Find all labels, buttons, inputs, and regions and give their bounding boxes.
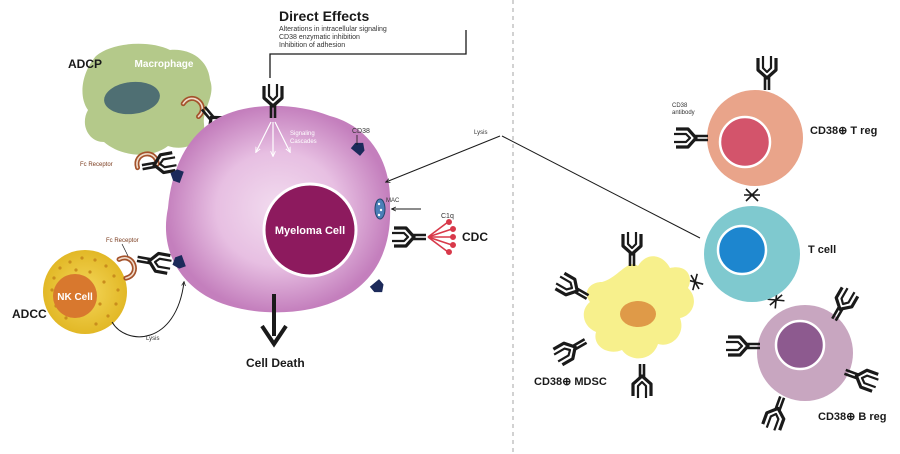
treg-nucleus: [718, 115, 772, 169]
lysis-label-nk: Lysis: [146, 336, 159, 342]
mac-dot: [379, 208, 383, 212]
c1q-complex-icon: [427, 219, 456, 256]
adcp-label: ADCP: [68, 57, 102, 71]
lysis-arrow-nk: [111, 282, 184, 338]
direct-effects-bracket: [269, 30, 467, 78]
fc-receptor-label-nk: Fc Receptor: [106, 238, 139, 244]
signaling-label-1: Signaling: [290, 131, 315, 137]
antibody-icon: [724, 335, 762, 357]
myeloma-nucleus: [262, 182, 358, 278]
fc-receptor-label-macrophage: Fc Receptor: [80, 162, 113, 168]
breg-nucleus: [774, 319, 826, 371]
signaling-label-2: Cascades: [290, 139, 317, 145]
lysis-line-tcell: [501, 135, 701, 239]
mac-dot: [377, 202, 381, 206]
mdsc-label: CD38⊕ MDSC: [534, 376, 607, 388]
antibody-icon: [134, 248, 174, 276]
signaling-arrows: [256, 121, 290, 156]
cell-death-arrow: [260, 294, 288, 348]
direct-effects-line-3: Inhibition of adhesion: [279, 42, 345, 49]
mac-label: MAC: [386, 198, 400, 204]
antibody-icon: [756, 54, 778, 92]
antibody-icon: [552, 270, 594, 307]
antibody-icon: [631, 362, 653, 400]
antibody-icon: [760, 392, 793, 434]
antibody-icon: [621, 230, 643, 268]
direct-effects-line-1: Alterations in intracellular signaling: [279, 26, 387, 33]
direct-effects-title: Direct Effects: [279, 8, 369, 24]
direct-effects-line-2: CD38 enzymatic inhibition: [279, 34, 360, 41]
macrophage-label: Macrophage: [135, 59, 194, 70]
treg-label: CD38⊕ T reg: [810, 125, 877, 137]
macrophage-nucleus: [104, 81, 160, 115]
inhibition-icon: [743, 188, 761, 202]
nk-nucleus: [53, 274, 97, 318]
adcc-label: ADCC: [12, 307, 47, 321]
fc-receptor-pointer-nk: [121, 243, 129, 257]
myeloma-label: Myeloma Cell: [275, 225, 345, 237]
antibody-icon: [390, 226, 428, 248]
mac-dot: [377, 213, 381, 217]
nk-label: NK Cell: [57, 292, 93, 303]
cd38-receptor-icon: [369, 279, 387, 296]
tcell-label: T cell: [808, 244, 836, 256]
cd38-antibody-label-1: CD38: [672, 103, 688, 109]
nk-granules: [50, 256, 120, 326]
lysis-arrow-to-myeloma: [386, 135, 501, 182]
antibody-icon: [550, 331, 592, 368]
antibody-icon: [672, 127, 710, 149]
cd38-antibody-label-2: antibody: [672, 110, 695, 116]
mdsc-nucleus: [620, 301, 656, 327]
cell-death-label: Cell Death: [246, 356, 305, 370]
tcell-nucleus: [716, 224, 768, 276]
breg-label: CD38⊕ B reg: [818, 411, 887, 423]
lysis-label-right: Lysis: [474, 130, 487, 136]
mac-complex-icon: [374, 198, 386, 220]
cdc-label: CDC: [462, 230, 488, 244]
cd38-label: CD38: [352, 128, 370, 135]
c1q-label: C1q: [441, 213, 454, 220]
